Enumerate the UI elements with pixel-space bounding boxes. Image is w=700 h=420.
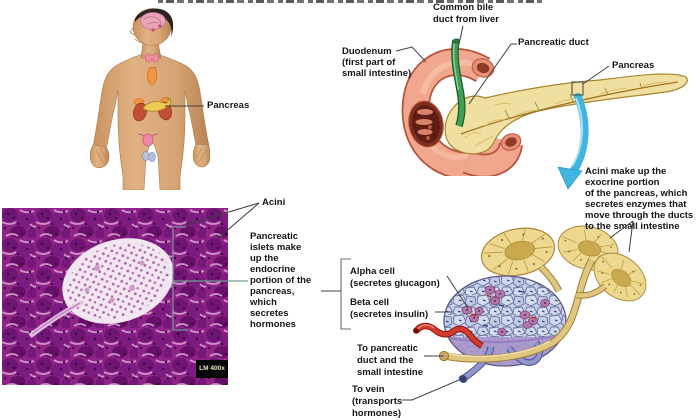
beta-cell-label: Beta cell (secretes insulin) [350,297,429,320]
hair [135,8,174,37]
thyroid [144,53,160,63]
human-figure-illustration [90,8,210,190]
acini-annotation: Acini make up the exocrine portion of th… [585,166,694,232]
bile-duct-illustration [451,38,466,128]
duodenum-pancreas-illustration [401,38,688,176]
islets-annotation: Pancreatic islets make up the endocrine … [250,231,312,330]
to-vein-label: To vein (transports hormones) [352,384,403,419]
to-duct-label: To pancreatic duct and the small intesti… [357,343,423,378]
common-bile-duct-label: Common bile duct from liver [433,2,499,25]
capillary-red-marks [470,294,537,319]
cropped-title-strip [158,0,542,3]
capillary-blue-marks [482,290,525,327]
duodenum-label: Duodenum (first part of small intestine) [342,46,412,79]
micrograph-image [2,208,228,385]
pancreatic-duct [460,81,679,135]
acinus-cluster-3 [593,252,647,302]
pancreatic-duct-label: Pancreatic duct [518,37,589,48]
acini-label: Acini [262,197,286,208]
islet-acini-illustration [413,225,647,384]
endocrine-organs [133,12,172,162]
pancreas-illustration [444,73,688,155]
magnification-badge: LM 400x [196,360,228,378]
pancreas-diagram-label: Pancreas [612,60,655,71]
right-hand [192,143,210,168]
duodenum-illustration [401,48,523,176]
artery-illustration [413,322,484,349]
testes [142,151,156,162]
thymus [147,66,158,86]
acinus-cluster-1 [480,227,556,277]
pancreas-organ [142,97,172,112]
body-pancreas-label: Pancreas [207,100,250,111]
duct-illustration [438,258,608,363]
alpha-cells [461,285,550,337]
alpha-cell-label: Alpha cell (secretes glucagon) [350,266,440,289]
ovaries-uterus [138,133,158,147]
islet-region [62,238,174,324]
